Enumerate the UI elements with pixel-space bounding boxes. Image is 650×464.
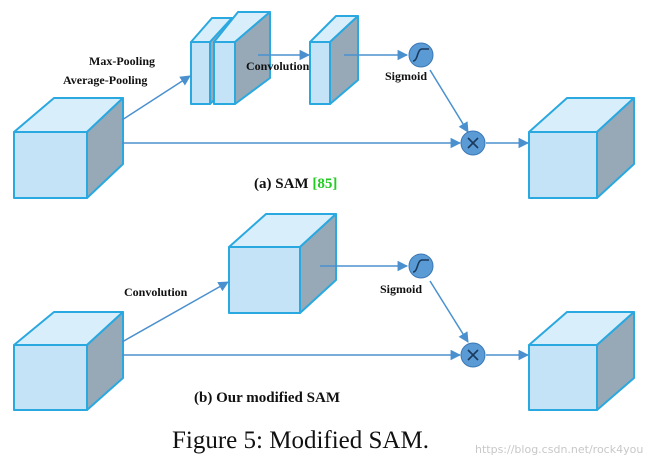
arrow-input-to-pool (121, 75, 191, 121)
panel-a-caption-text: (a) SAM (254, 176, 312, 192)
output-feature-cube-b (528, 311, 635, 411)
figure-caption: Figure 5: Modified SAM. (172, 427, 429, 454)
watermark-text: https://blog.csdn.net/rock4you (475, 443, 643, 456)
arrow-sigmoid-to-multiply (429, 69, 469, 133)
panel-a: Max-Pooling Average-Pooling Convolution … (13, 11, 635, 199)
conv-output-cube-b (228, 213, 337, 314)
multiply-icon (460, 342, 486, 368)
pooled-map-slab-2 (213, 11, 271, 105)
input-feature-cube-b (13, 311, 124, 411)
output-feature-cube-a (528, 97, 635, 199)
multiply-icon (460, 130, 486, 156)
arrow-sigmoid-to-multiply-b (429, 280, 469, 343)
max-pooling-label: Max-Pooling (89, 54, 155, 68)
sigmoid-icon (408, 253, 434, 279)
sigmoid-label-a: Sigmoid (385, 69, 427, 83)
input-feature-cube-a (13, 97, 124, 199)
sigmoid-icon (408, 42, 434, 68)
panel-a-caption: (a) SAM [85] (254, 176, 337, 192)
panel-a-citation: [85] (312, 176, 337, 192)
average-pooling-label: Average-Pooling (63, 73, 147, 87)
convolution-label-b: Convolution (124, 285, 188, 299)
panel-b: Convolution Sigmoid (b) Our modified SAM (13, 213, 635, 411)
convolution-label-a: Convolution (246, 59, 310, 73)
conv-output-slab-a (309, 15, 359, 105)
arrow-input-to-conv-b (121, 281, 229, 343)
sigmoid-label-b: Sigmoid (380, 282, 422, 296)
panel-b-caption: (b) Our modified SAM (194, 390, 340, 406)
